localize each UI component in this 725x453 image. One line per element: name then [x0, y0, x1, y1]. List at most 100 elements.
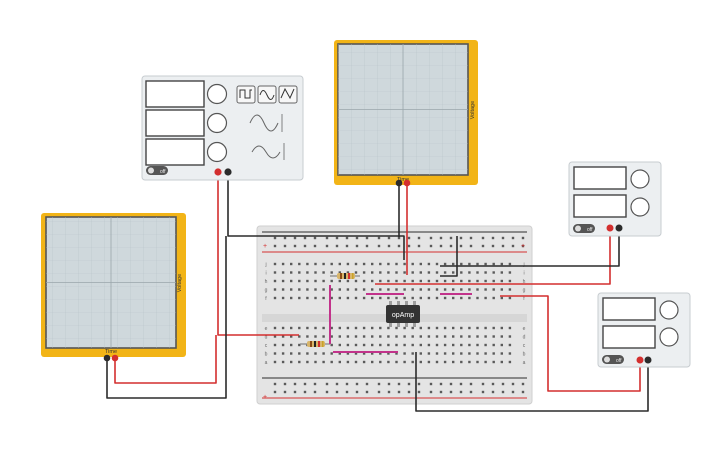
breadboard-hole[interactable]: [419, 335, 422, 338]
breadboard-hole[interactable]: [427, 343, 431, 347]
breadboard-hole[interactable]: [298, 326, 301, 330]
breadboard-hole[interactable]: [403, 360, 406, 364]
breadboard-hole[interactable]: [330, 279, 333, 283]
breadboard-hole[interactable]: [335, 244, 339, 248]
breadboard-hole[interactable]: [460, 296, 463, 300]
breadboard-hole[interactable]: [452, 352, 455, 355]
wires[interactable]: [106, 172, 649, 412]
breadboard-hole[interactable]: [508, 360, 512, 364]
breadboard-hole[interactable]: [290, 352, 293, 355]
breadboard-hole[interactable]: [427, 288, 431, 291]
breadboard-hole[interactable]: [500, 335, 503, 338]
breadboard-hole[interactable]: [411, 360, 414, 364]
breadboard-hole[interactable]: [395, 335, 398, 338]
resistor-top[interactable]: [330, 273, 360, 279]
breadboard-hole[interactable]: [476, 360, 479, 364]
ps-top-voltage-knob[interactable]: [630, 169, 650, 189]
breadboard-hole[interactable]: [362, 262, 366, 266]
breadboard-hole[interactable]: [371, 360, 374, 364]
breadboard-hole[interactable]: [403, 288, 406, 291]
ps-top-negative-terminal[interactable]: [615, 224, 623, 232]
breadboard-hole[interactable]: [346, 271, 350, 274]
breadboard-hole[interactable]: [417, 244, 421, 248]
breadboard-hole[interactable]: [338, 296, 341, 300]
breadboard-hole[interactable]: [491, 244, 495, 248]
breadboard-hole[interactable]: [427, 352, 431, 355]
breadboard-hole[interactable]: [427, 262, 431, 266]
breadboard-hole[interactable]: [313, 236, 317, 240]
breadboard-hole[interactable]: [439, 382, 443, 386]
breadboard-hole[interactable]: [290, 271, 293, 274]
breadboard-hole[interactable]: [313, 244, 317, 248]
breadboard-hole[interactable]: [354, 262, 358, 266]
breadboard-hole[interactable]: [403, 352, 406, 355]
breadboard-hole[interactable]: [290, 288, 293, 291]
breadboard-hole[interactable]: [484, 360, 487, 364]
breadboard-hole[interactable]: [322, 288, 325, 291]
breadboard-hole[interactable]: [484, 262, 487, 266]
breadboard-hole[interactable]: [500, 288, 503, 291]
breadboard-hole[interactable]: [452, 360, 455, 364]
breadboard-hole[interactable]: [298, 288, 301, 291]
breadboard-hole[interactable]: [303, 236, 307, 240]
breadboard-hole[interactable]: [476, 335, 479, 338]
breadboard-hole[interactable]: [427, 360, 431, 364]
breadboard-hole[interactable]: [354, 288, 358, 291]
breadboard-hole[interactable]: [281, 360, 285, 364]
breadboard-hole[interactable]: [335, 390, 339, 394]
breadboard-hole[interactable]: [346, 296, 350, 300]
breadboard-hole[interactable]: [281, 271, 285, 274]
breadboard-hole[interactable]: [283, 236, 287, 240]
breadboard-hole[interactable]: [417, 390, 421, 394]
breadboard-hole[interactable]: [397, 390, 401, 394]
breadboard-hole[interactable]: [335, 236, 339, 240]
fg-amplitude-knob[interactable]: [206, 112, 228, 134]
breadboard-hole[interactable]: [354, 352, 358, 355]
breadboard-hole[interactable]: [387, 335, 390, 338]
resistor-bottom[interactable]: [300, 341, 330, 347]
breadboard-hole[interactable]: [354, 326, 358, 330]
breadboard-hole[interactable]: [322, 352, 325, 355]
breadboard-hole[interactable]: [439, 244, 443, 248]
breadboard-hole[interactable]: [492, 343, 495, 347]
breadboard-hole[interactable]: [371, 352, 374, 355]
breadboard-hole[interactable]: [345, 382, 349, 386]
breadboard-hole[interactable]: [387, 271, 390, 274]
breadboard-hole[interactable]: [306, 335, 309, 338]
breadboard-hole[interactable]: [379, 296, 382, 300]
breadboard-hole[interactable]: [371, 262, 374, 266]
oscilloscope-left[interactable]: Time Voltage: [41, 213, 186, 362]
breadboard-hole[interactable]: [313, 390, 317, 394]
breadboard-hole[interactable]: [492, 279, 495, 283]
breadboard-hole[interactable]: [443, 279, 447, 283]
breadboard-hole[interactable]: [298, 271, 301, 274]
breadboard-hole[interactable]: [273, 262, 277, 266]
breadboard-hole[interactable]: [346, 352, 350, 355]
breadboard-hole[interactable]: [427, 296, 431, 300]
breadboard-hole[interactable]: [306, 360, 309, 364]
breadboard-hole[interactable]: [298, 279, 301, 283]
breadboard-hole[interactable]: [508, 296, 512, 300]
breadboard-hole[interactable]: [346, 360, 350, 364]
breadboard-hole[interactable]: [429, 244, 433, 248]
breadboard-hole[interactable]: [500, 360, 503, 364]
breadboard-hole[interactable]: [521, 244, 525, 248]
jumper-wires[interactable]: [329, 285, 472, 353]
breadboard-hole[interactable]: [500, 271, 503, 274]
breadboard-hole[interactable]: [379, 279, 382, 283]
breadboard-hole[interactable]: [491, 390, 495, 394]
breadboard-hole[interactable]: [395, 343, 398, 347]
breadboard-hole[interactable]: [298, 335, 301, 338]
breadboard-hole[interactable]: [330, 335, 333, 338]
breadboard-hole[interactable]: [452, 296, 455, 300]
breadboard-hole[interactable]: [273, 352, 277, 355]
breadboard-hole[interactable]: [435, 335, 439, 338]
breadboard-hole[interactable]: [273, 296, 277, 300]
breadboard-hole[interactable]: [501, 236, 505, 240]
breadboard-hole[interactable]: [387, 390, 391, 394]
breadboard-hole[interactable]: [365, 390, 369, 394]
breadboard-hole[interactable]: [273, 288, 277, 291]
breadboard-hole[interactable]: [387, 326, 390, 330]
breadboard-hole[interactable]: [508, 343, 512, 347]
breadboard-hole[interactable]: [460, 288, 463, 291]
